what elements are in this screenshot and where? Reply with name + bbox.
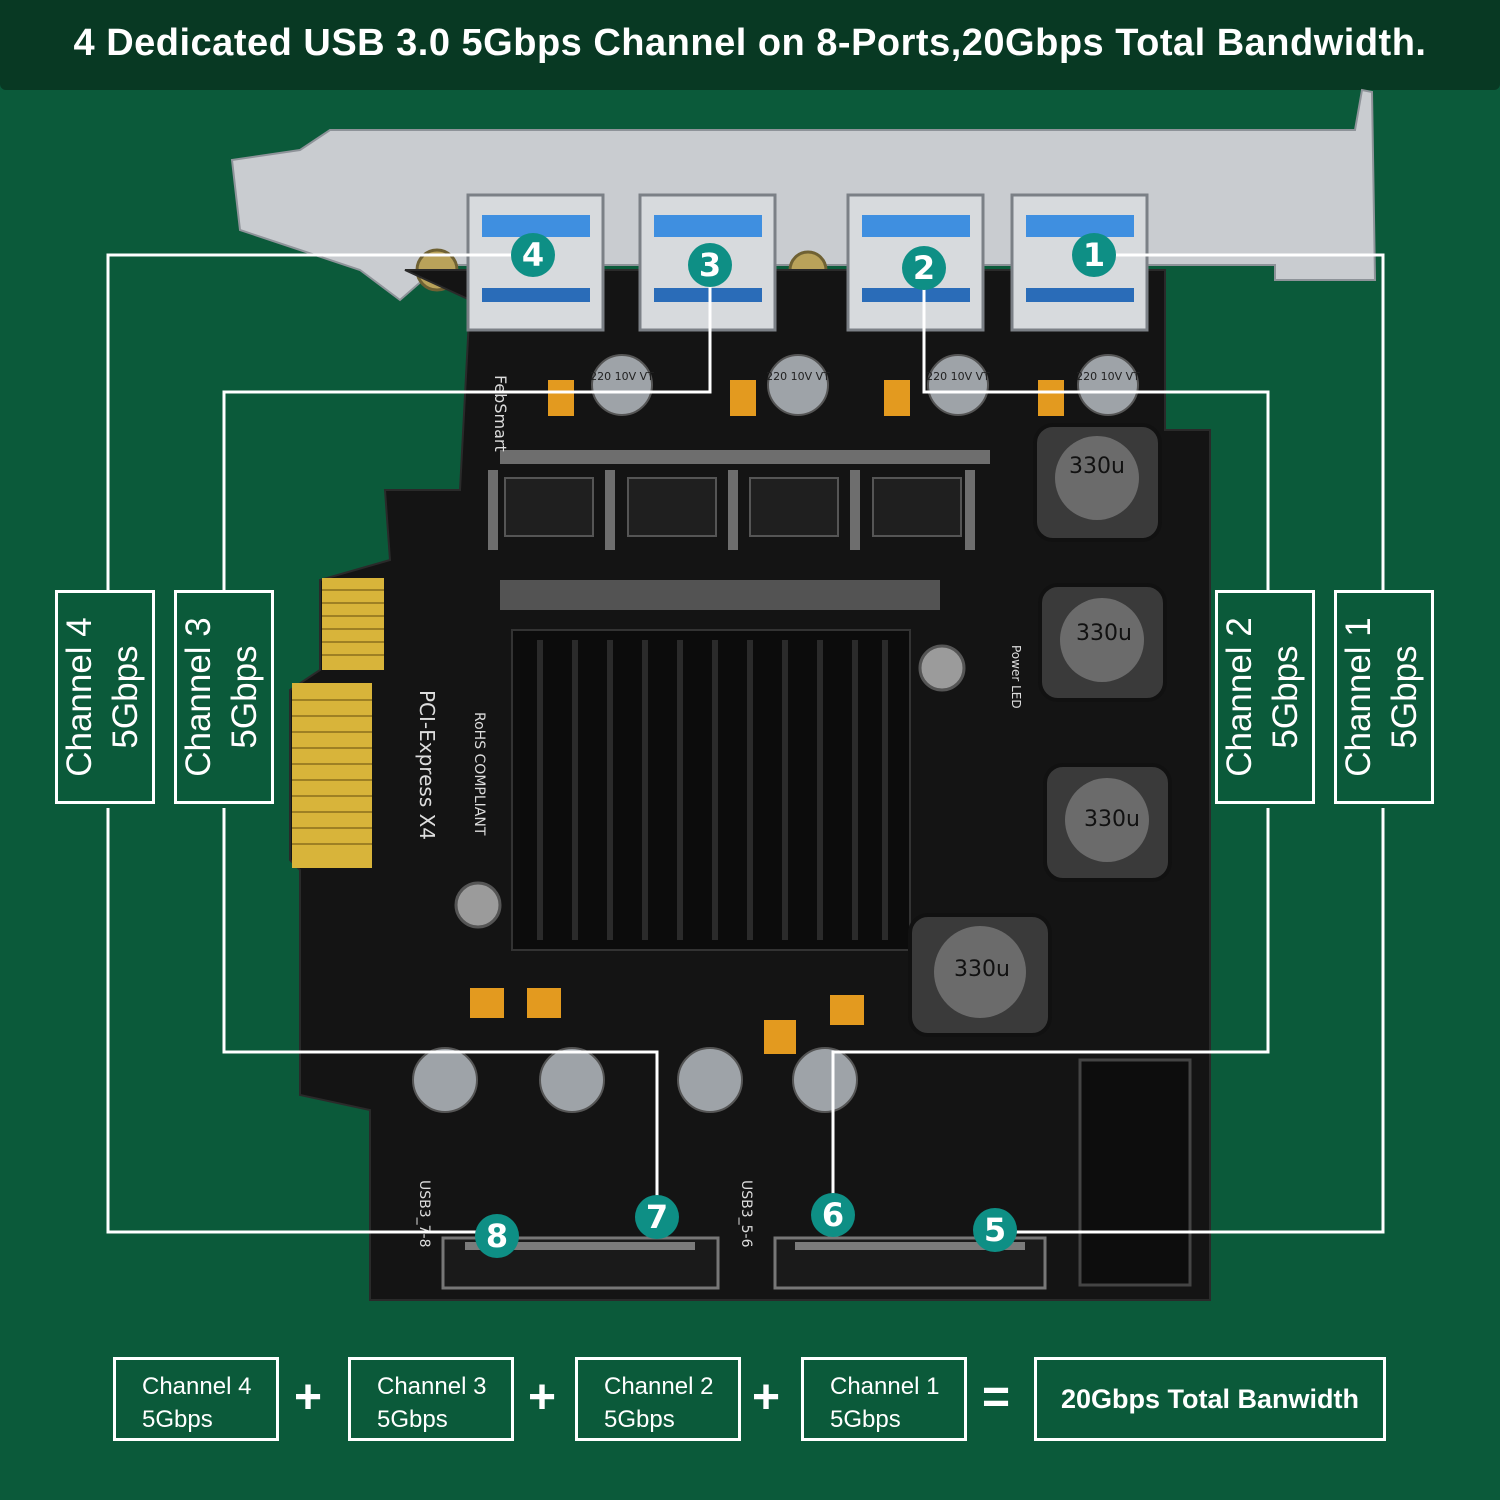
svg-text:6: 6 xyxy=(822,1196,844,1234)
heat-sink xyxy=(511,629,911,951)
power-led-silkscreen: Power LED xyxy=(1009,645,1023,709)
summary-channel-4-speed: 5Gbps xyxy=(142,1406,213,1433)
svg-text:220 10V VT: 220 10V VT xyxy=(926,370,990,383)
component-pads xyxy=(488,450,990,610)
controller-chips xyxy=(504,477,962,537)
header-right-silkscreen: USB3_5-6 xyxy=(738,1180,754,1248)
svg-text:220 10V VT: 220 10V VT xyxy=(590,370,654,383)
port-badge-4: 4 xyxy=(511,233,555,277)
svg-text:330u: 330u xyxy=(1069,454,1125,479)
power-connector xyxy=(1078,1058,1192,1287)
summary-channel-1-name: Channel 1 xyxy=(830,1373,940,1400)
inductor-centers xyxy=(934,436,1149,1018)
channel-4-name: Channel 4 xyxy=(60,617,99,777)
gold-finger-lines xyxy=(292,589,384,845)
equals-sign: = xyxy=(982,1371,1011,1424)
capacitor-labels: 220 10V VT 220 10V VT 220 10V VT 220 10V… xyxy=(590,370,1140,383)
channel-2-name: Channel 2 xyxy=(1220,617,1259,777)
pcie-gold-fingers-long xyxy=(292,683,372,868)
pcie-gold-fingers-short xyxy=(322,578,384,670)
summary-channel-2: Channel 2 5Gbps xyxy=(575,1357,741,1441)
header-left-silkscreen: USB3_7-8 xyxy=(416,1180,432,1248)
svg-text:8: 8 xyxy=(486,1217,508,1255)
inductor-labels: 330u 330u 330u 330u xyxy=(954,454,1140,982)
plus-sign: + xyxy=(294,1371,323,1424)
interface-silkscreen: PCI-Express X4 xyxy=(415,690,439,840)
channel-3-line xyxy=(222,265,712,1215)
plus-sign: + xyxy=(752,1371,781,1424)
svg-text:2: 2 xyxy=(913,249,935,287)
heat-sink-pin-2 xyxy=(918,644,966,692)
port-badge-7: 7 xyxy=(635,1195,679,1239)
port-badge-8: 8 xyxy=(475,1214,519,1258)
channel-1-name: Channel 1 xyxy=(1339,617,1378,777)
channel-3-name: Channel 3 xyxy=(179,617,218,777)
summary-channel-1: Channel 1 5Gbps xyxy=(801,1357,967,1441)
header-pins xyxy=(465,1242,1025,1250)
svg-text:220 10V VT: 220 10V VT xyxy=(766,370,830,383)
svg-text:330u: 330u xyxy=(1084,807,1140,832)
svg-text:330u: 330u xyxy=(954,957,1010,982)
summary-channel-1-speed: 5Gbps xyxy=(830,1406,901,1433)
port-badge-2: 2 xyxy=(902,246,946,290)
capacitors-bottom xyxy=(412,1047,858,1113)
summary-channel-2-speed: 5Gbps xyxy=(604,1406,675,1433)
port-badge-5: 5 xyxy=(973,1208,1017,1252)
smd-capacitors xyxy=(470,380,1064,1054)
channel-2-speed: 5Gbps xyxy=(1266,645,1305,749)
svg-text:5: 5 xyxy=(984,1211,1006,1249)
page-title: 4 Dedicated USB 3.0 5Gbps Channel on 8-P… xyxy=(73,22,1427,64)
svg-text:220 10V VT: 220 10V VT xyxy=(1076,370,1140,383)
channel-4-line xyxy=(106,253,533,1234)
summary-channel-4-name: Channel 4 xyxy=(142,1373,252,1400)
capacitors-top xyxy=(591,354,1139,416)
summary-channel-2-name: Channel 2 xyxy=(604,1373,714,1400)
svg-text:330u: 330u xyxy=(1076,621,1132,646)
svg-text:7: 7 xyxy=(646,1198,668,1236)
port-badge-3: 3 xyxy=(688,243,732,287)
channel-1-speed: 5Gbps xyxy=(1385,645,1424,749)
svg-text:3: 3 xyxy=(699,246,721,284)
channel-1-line xyxy=(995,253,1385,1234)
brand-silkscreen: FebSmart xyxy=(491,375,510,452)
heat-sink-pin xyxy=(454,881,502,929)
svg-text:4: 4 xyxy=(522,236,544,274)
port-badge-6: 6 xyxy=(811,1193,855,1237)
channel-connector-lines xyxy=(106,253,1385,1234)
total-bandwidth-box: 20Gbps Total Banwidth xyxy=(1034,1357,1386,1441)
svg-text:1: 1 xyxy=(1083,236,1105,274)
rohs-silkscreen: RoHS COMPLIANT xyxy=(471,712,487,836)
title-bar: 4 Dedicated USB 3.0 5Gbps Channel on 8-P… xyxy=(0,0,1500,90)
plus-sign: + xyxy=(528,1371,557,1424)
summary-channel-3: Channel 3 5Gbps xyxy=(348,1357,514,1441)
port-badges: 1 2 3 4 5 6 7 8 xyxy=(475,233,1116,1258)
channel-2-line xyxy=(831,268,1270,1213)
port-badge-1: 1 xyxy=(1072,233,1116,277)
summary-channel-3-speed: 5Gbps xyxy=(377,1406,448,1433)
summary-channel-4: Channel 4 5Gbps xyxy=(113,1357,279,1441)
channel-4-speed: 5Gbps xyxy=(106,645,145,749)
summary-channel-3-name: Channel 3 xyxy=(377,1373,487,1400)
channel-3-speed: 5Gbps xyxy=(225,645,264,749)
